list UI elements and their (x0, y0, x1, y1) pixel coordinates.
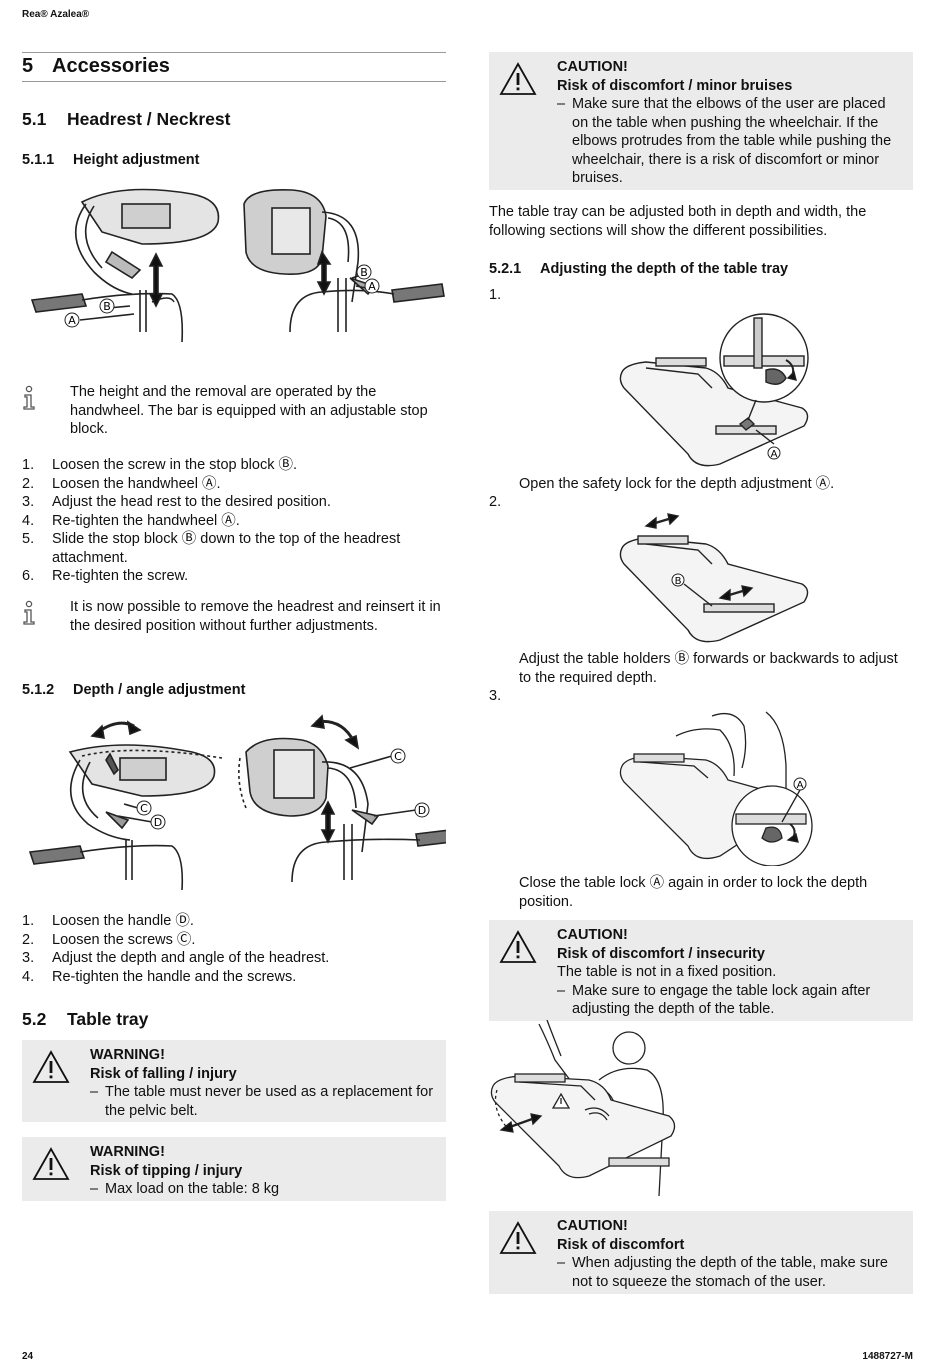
warning-risk: Risk of falling / injury (90, 1065, 237, 1082)
tray-step-2-text: Adjust the table holders Ⓑ forwards or b… (519, 651, 898, 686)
document-id: 1488727-M (862, 1351, 913, 1362)
step-item: 1.Loosen the screw in the stop block Ⓑ. (22, 457, 298, 473)
step-item: 3.Adjust the depth and angle of the head… (22, 950, 330, 966)
info-icon (23, 600, 35, 625)
tray-step-2-number: 2. (489, 494, 502, 510)
warning-triangle-icon (499, 62, 537, 95)
caution-item: Make sure to engage the table lock again… (557, 982, 901, 1019)
caution-box-stomach: CAUTION! Risk of discomfort When adjusti… (489, 1211, 913, 1294)
callout-a-tray: A (771, 449, 778, 460)
info-note-2: It is now possible to remove the headres… (22, 598, 446, 654)
callout-d-left: D (154, 816, 162, 829)
headrest-depth-angle-illustration: C D C D (28, 714, 446, 891)
caution-level: CAUTION! (557, 59, 628, 75)
tray-step-1-number: 1. (489, 287, 502, 303)
caution-box-bruises: CAUTION! Risk of discomfort / minor brui… (489, 52, 913, 190)
tray-holders-illustration: B (619, 513, 809, 643)
info-note-text: The height and the removal are operated … (70, 384, 428, 437)
caution-risk: Risk of discomfort / insecurity (557, 945, 765, 962)
step-item: 2.Loosen the screws Ⓒ. (22, 931, 196, 948)
caution-box-insecurity: CAUTION! Risk of discomfort / insecurity… (489, 920, 913, 1021)
caution-item: Make sure that the elbows of the user ar… (557, 95, 901, 188)
callout-b-right: B (360, 266, 368, 279)
warning-level: WARNING! (90, 1047, 165, 1063)
headrest-height-illustration: B A B A (30, 188, 445, 343)
step-item: 2.Loosen the handwheel Ⓐ. (22, 475, 221, 492)
warning-level: WARNING! (90, 1144, 165, 1160)
step-item: 3.Adjust the head rest to the desired po… (22, 494, 331, 510)
callout-a-right: A (368, 280, 376, 293)
running-header: Rea® Azalea® (22, 9, 90, 20)
warning-item: Max load on the table: 8 kg (90, 1180, 434, 1199)
tray-step-3-text: Close the table lock Ⓐ again in order to… (519, 875, 868, 910)
warning-triangle-icon (32, 1050, 70, 1083)
depth-angle-steps: 1.Loosen the handle Ⓓ. 2.Loosen the scre… (22, 912, 446, 986)
height-adjustment-steps: 1.Loosen the screw in the stop block Ⓑ. … (22, 456, 446, 586)
tray-safety-lock-illustration: A (619, 313, 809, 467)
caution-risk: Risk of discomfort / minor bruises (557, 77, 793, 94)
step-item: 4.Re-tighten the handwheel Ⓐ. (22, 512, 240, 529)
step-item: 6.Re-tighten the screw. (22, 568, 189, 584)
warning-risk: Risk of tipping / injury (90, 1162, 243, 1179)
callout-c-right: C (394, 750, 402, 763)
warning-triangle-icon (32, 1147, 70, 1180)
table-tray-intro: The table tray can be adjusted both in d… (489, 204, 867, 239)
caution-plain-text: The table is not in a fixed position. (557, 964, 777, 980)
warning-box-tipping: WARNING! Risk of tipping / injury Max lo… (22, 1137, 446, 1201)
step-item: 5.Slide the stop block Ⓑ down to the top… (22, 531, 401, 566)
page-number: 24 (22, 1351, 34, 1362)
info-note-text: It is now possible to remove the headres… (70, 599, 441, 634)
callout-b-left: B (103, 300, 111, 313)
tray-step-3-number: 3. (489, 688, 502, 704)
callout-a-left: A (68, 314, 76, 327)
caution-level: CAUTION! (557, 927, 628, 943)
caution-item: When adjusting the depth of the table, m… (557, 1254, 901, 1291)
warning-triangle-icon (499, 930, 537, 963)
caution-level: CAUTION! (557, 1218, 628, 1234)
tray-step-1-text: Open the safety lock for the depth adjus… (519, 476, 835, 492)
user-table-squeeze-illustration (490, 1020, 676, 1197)
callout-b-tray: B (675, 576, 682, 587)
warning-box-falling: WARNING! Risk of falling / injury The ta… (22, 1040, 446, 1122)
step-item: 4.Re-tighten the handle and the screws. (22, 968, 297, 985)
callout-d-right: D (418, 804, 426, 817)
caution-risk: Risk of discomfort (557, 1236, 685, 1253)
callout-c-left: C (140, 802, 148, 815)
info-note-1: The height and the removal are operated … (22, 383, 446, 439)
callout-a-tray-close: A (797, 780, 804, 791)
step-item: 1.Loosen the handle Ⓓ. (22, 913, 194, 929)
warning-triangle-icon (499, 1221, 537, 1254)
info-icon (23, 385, 35, 410)
warning-item: The table must never be used as a replac… (90, 1083, 434, 1120)
tray-lock-close-illustration: A (619, 711, 813, 866)
